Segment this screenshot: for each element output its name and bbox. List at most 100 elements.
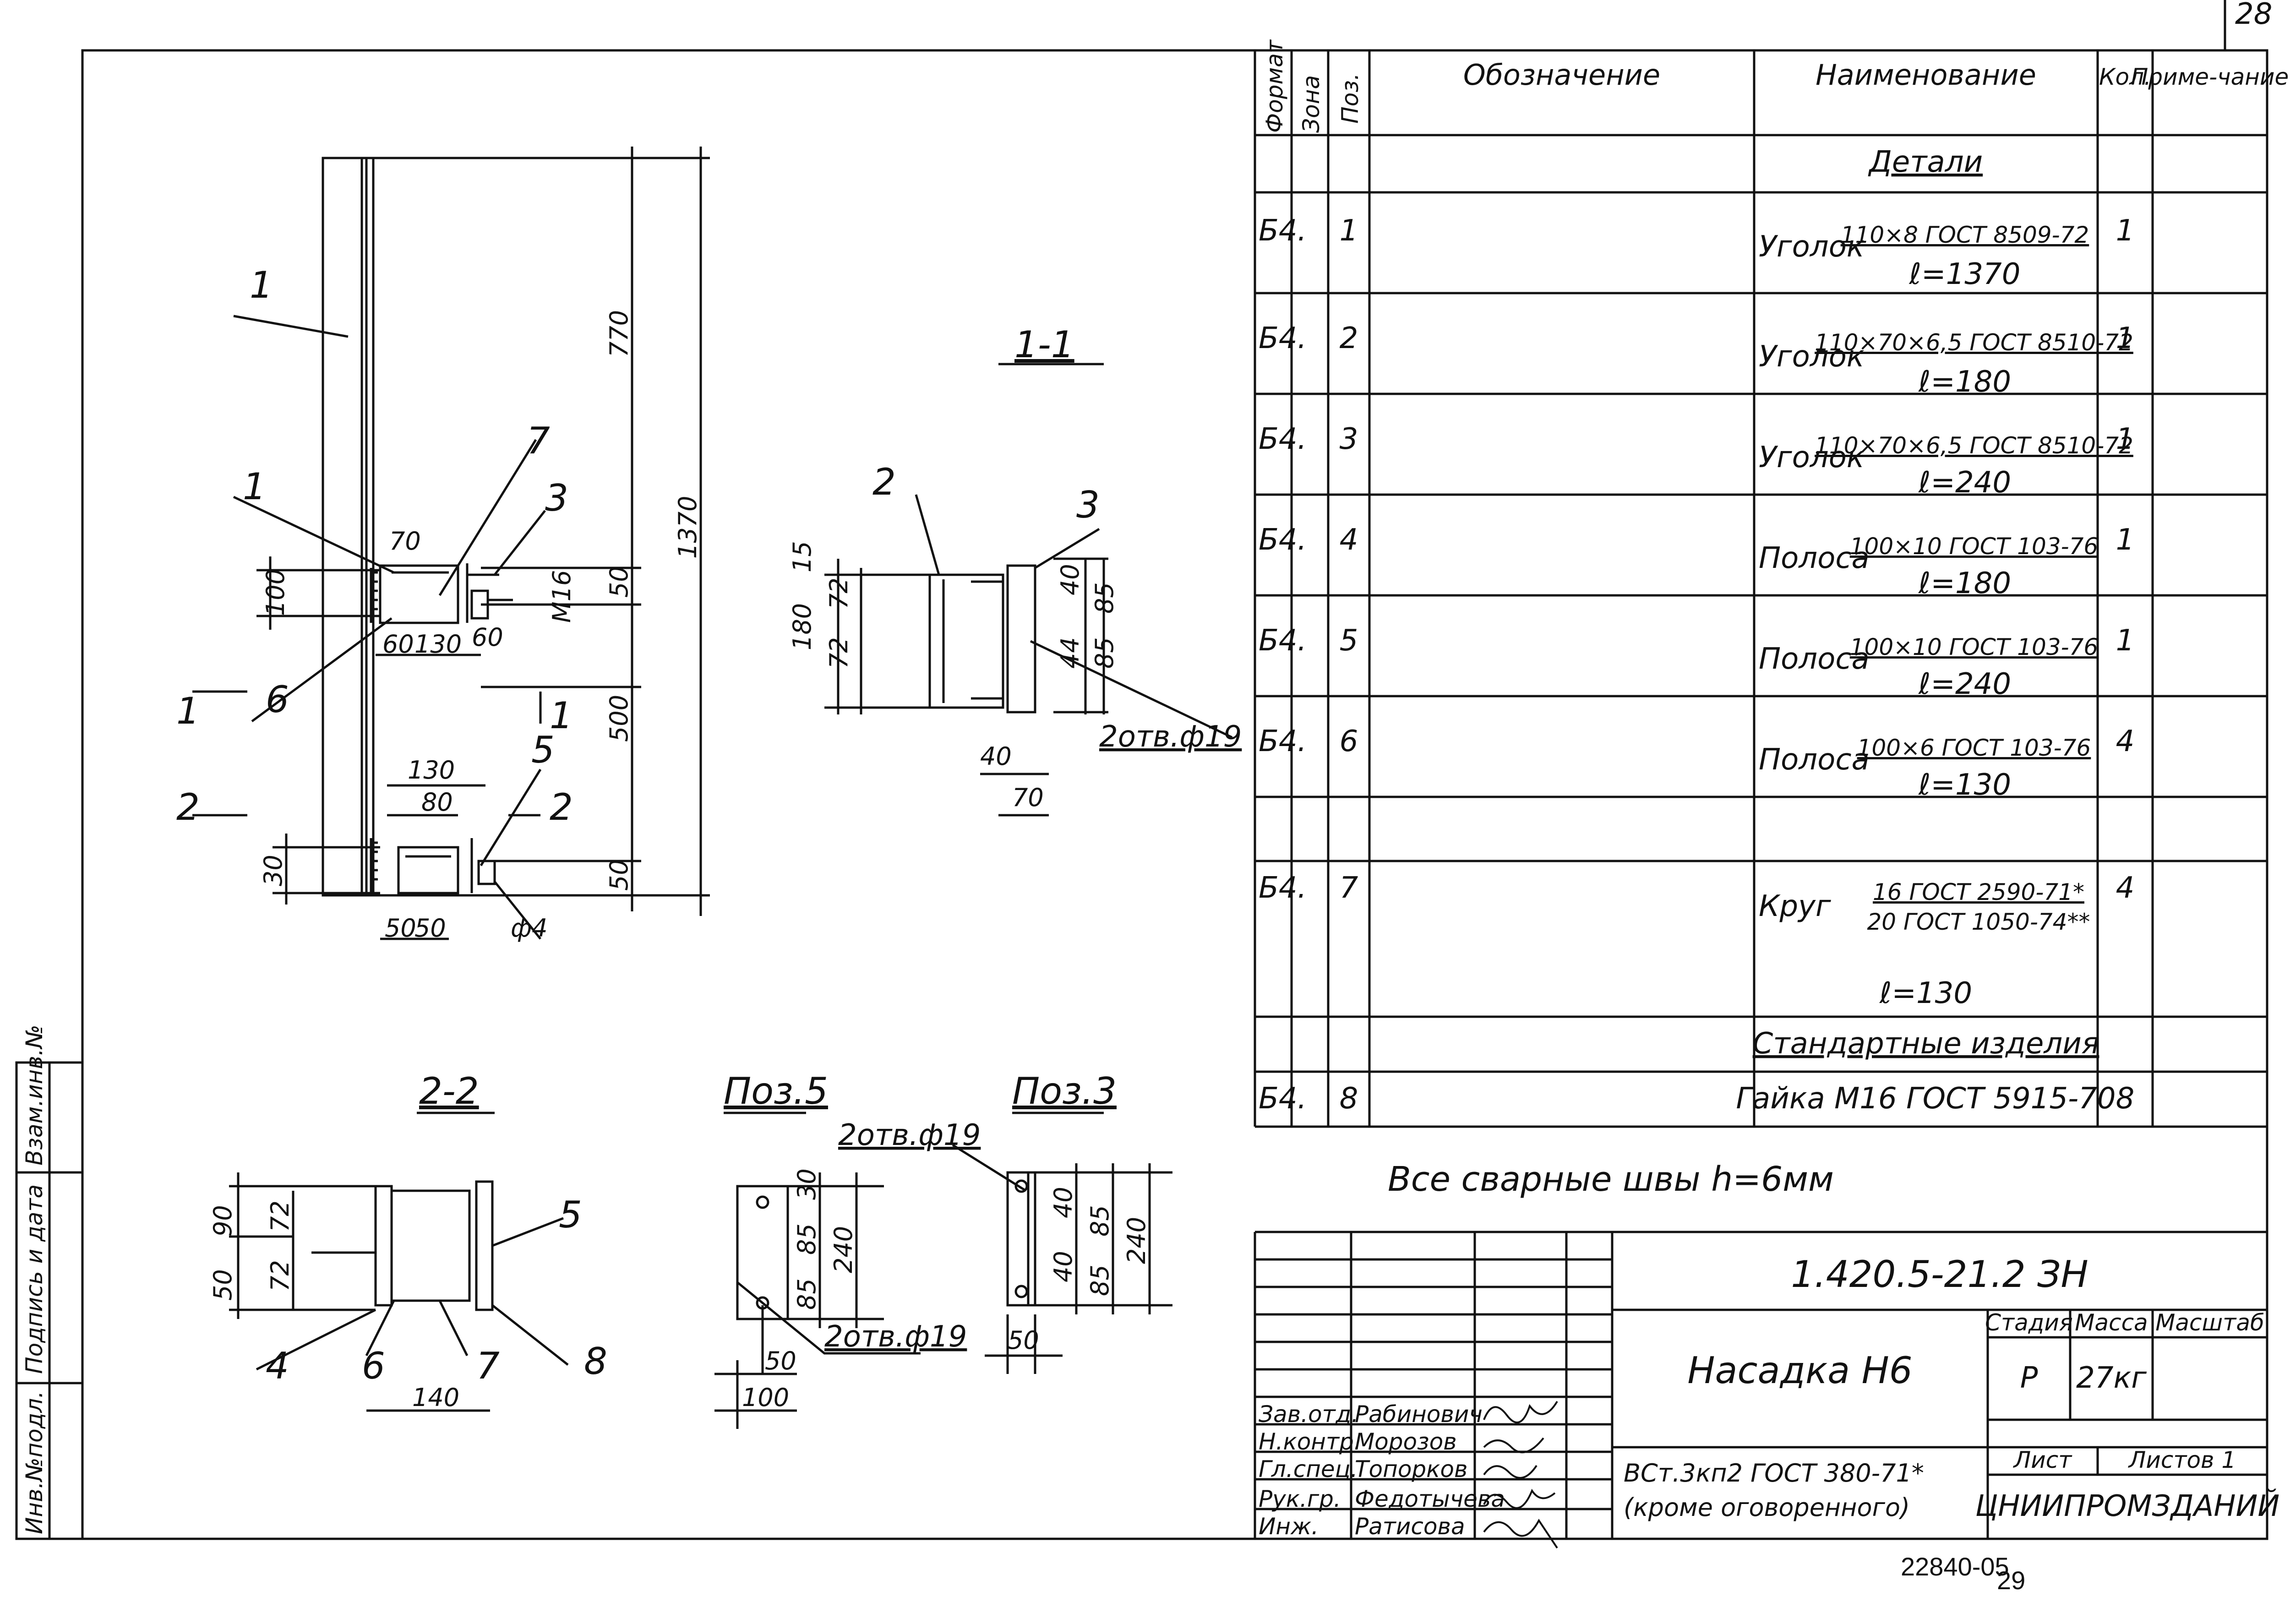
svg-text:ℓ=240: ℓ=240 <box>1918 667 2011 701</box>
signature-role: Рук.гр. <box>1259 1486 1341 1512</box>
corner-number: 28 <box>2235 0 2272 31</box>
callout: 5 <box>531 729 555 771</box>
svg-text:ℓ=240: ℓ=240 <box>1918 466 2011 500</box>
callout: 7 <box>527 420 550 462</box>
signature-role: Н.контр. <box>1259 1428 1361 1455</box>
svg-text:770: 770 <box>605 310 633 357</box>
mass-value: 27кг <box>2076 1361 2147 1395</box>
svg-text:Уголок: Уголок <box>1759 230 1865 264</box>
svg-text:240: 240 <box>1122 1217 1151 1264</box>
svg-text:85: 85 <box>1085 1205 1114 1237</box>
svg-text:130: 130 <box>414 630 462 659</box>
header-zone: Зона <box>1298 75 1325 133</box>
svg-text:20 ГОСТ 1050-74**: 20 ГОСТ 1050-74** <box>1867 909 2090 935</box>
svg-text:М16: М16 <box>547 570 576 623</box>
svg-text:15: 15 <box>788 541 817 572</box>
svg-text:Полоса: Полоса <box>1759 642 1870 676</box>
svg-text:50: 50 <box>1008 1326 1039 1355</box>
header-name: Наименование <box>1816 58 2036 92</box>
svg-text:72: 72 <box>824 578 853 609</box>
signature-person: Рабинович <box>1355 1401 1483 1428</box>
pos-3-detail <box>953 1113 1172 1374</box>
svg-text:Б4.: Б4. <box>1259 523 1307 557</box>
svg-text:110×70×6,5 ГОСТ 8510-72: 110×70×6,5 ГОСТ 8510-72 <box>1815 329 2133 356</box>
svg-text:85: 85 <box>1090 637 1119 669</box>
section-mark: 1 <box>176 690 200 732</box>
svg-text:72: 72 <box>266 1200 294 1232</box>
mass-label: Масса <box>2075 1309 2148 1336</box>
svg-text:50: 50 <box>765 1346 796 1375</box>
svg-text:100: 100 <box>261 569 290 616</box>
header-qty: Кол. <box>2099 64 2151 90</box>
svg-text:100×6 ГОСТ 103-76: 100×6 ГОСТ 103-76 <box>1857 735 2091 761</box>
pos-5-detail <box>714 1113 921 1429</box>
signature-list: Зав.отд. Рабинович Н.контр. Морозов Гл.с… <box>1259 1401 1505 1540</box>
callout: 6 <box>266 678 289 721</box>
svg-text:Круг: Круг <box>1759 889 1831 923</box>
table-row: Б4. 8 Гайка М16 ГОСТ 5915-70 8 <box>1259 1082 2134 1116</box>
svg-text:6: 6 <box>1340 725 1358 758</box>
header-note: Приме-чание <box>2131 64 2289 90</box>
pos-3-labels: 40 85 40 85 240 50 <box>1008 1187 1151 1355</box>
svg-text:Б4.: Б4. <box>1259 624 1307 658</box>
callout: 8 <box>584 1340 607 1383</box>
svg-text:100: 100 <box>742 1383 789 1412</box>
signature-person: Ратисова <box>1355 1513 1465 1540</box>
side-inv-podl: Инв.№подл. <box>21 1391 48 1534</box>
table-row: Б4. 5 Полоса 100×10 ГОСТ 103-76 ℓ=240 1 <box>1259 624 2134 701</box>
header-designation: Обозначение <box>1463 58 1660 92</box>
svg-text:Гайка М16 ГОСТ 5915-70: Гайка М16 ГОСТ 5915-70 <box>1736 1082 2116 1116</box>
svg-text:72: 72 <box>266 1260 294 1292</box>
svg-text:50: 50 <box>605 566 633 598</box>
header-format: Формат <box>1261 39 1288 133</box>
pos-3-label: Поз.3 <box>1012 1070 1117 1112</box>
signature-person: Морозов <box>1355 1428 1457 1455</box>
svg-text:7: 7 <box>1340 871 1358 905</box>
svg-text:100×10 ГОСТ 103-76: 100×10 ГОСТ 103-76 <box>1850 533 2099 560</box>
svg-text:30: 30 <box>792 1168 821 1200</box>
callout: 2 <box>872 461 896 503</box>
svg-text:40: 40 <box>1049 1187 1078 1218</box>
svg-text:30: 30 <box>259 855 288 886</box>
svg-text:2отв.ф19: 2отв.ф19 <box>838 1118 981 1152</box>
svg-text:110×8 ГОСТ 8509-72: 110×8 ГОСТ 8509-72 <box>1841 222 2089 248</box>
callout: 6 <box>362 1345 385 1387</box>
svg-text:50: 50 <box>385 914 416 943</box>
doc-code: 1.420.5-21.2 ЗН <box>1791 1253 2088 1296</box>
svg-text:240: 240 <box>829 1226 858 1273</box>
sheet-frame <box>82 50 2267 1539</box>
svg-text:50: 50 <box>605 859 633 891</box>
svg-text:110×70×6,5 ГОСТ 8510-72: 110×70×6,5 ГОСТ 8510-72 <box>1815 432 2133 459</box>
svg-text:Б4.: Б4. <box>1259 871 1307 905</box>
svg-text:Полоса: Полоса <box>1759 743 1870 777</box>
svg-text:Уголок: Уголок <box>1759 340 1865 374</box>
material-note: (кроме оговоренного) <box>1624 1493 1910 1522</box>
section-standard: Стандартные изделия <box>1753 1027 2099 1061</box>
svg-text:ℓ=130: ℓ=130 <box>1918 768 2011 802</box>
pos-5-label: Поз.5 <box>724 1070 828 1112</box>
scale-label: Масштаб <box>2155 1309 2264 1336</box>
title-block <box>1255 1232 2267 1539</box>
svg-text:85: 85 <box>792 1278 821 1310</box>
section-2-2-labels: 5 4 6 7 8 90 50 72 72 140 <box>208 1193 607 1412</box>
section-mark: 2 <box>550 786 573 828</box>
svg-text:Уголок: Уголок <box>1759 441 1865 474</box>
svg-text:90: 90 <box>208 1205 237 1237</box>
footer-code: 22840-05 <box>1901 1552 2009 1581</box>
svg-text:1: 1 <box>2116 322 2135 355</box>
footer-page: 29 <box>1997 1566 2025 1595</box>
sheets-label: Листов 1 <box>2128 1447 2236 1473</box>
svg-text:ℓ=130: ℓ=130 <box>1879 976 1972 1010</box>
svg-text:85: 85 <box>1090 582 1119 614</box>
svg-text:1: 1 <box>1340 214 1358 248</box>
stage-value: Р <box>2020 1361 2038 1395</box>
side-podp-data: Подпись и дата <box>21 1184 48 1374</box>
svg-text:16 ГОСТ 2590-71*: 16 ГОСТ 2590-71* <box>1873 879 2084 905</box>
svg-text:85: 85 <box>792 1223 821 1255</box>
svg-text:8: 8 <box>1340 1082 1358 1116</box>
svg-text:Б4.: Б4. <box>1259 725 1307 758</box>
table-row: Б4. 7 Круг 16 ГОСТ 2590-71* 20 ГОСТ 1050… <box>1259 871 2134 1010</box>
svg-text:5: 5 <box>1340 624 1358 658</box>
